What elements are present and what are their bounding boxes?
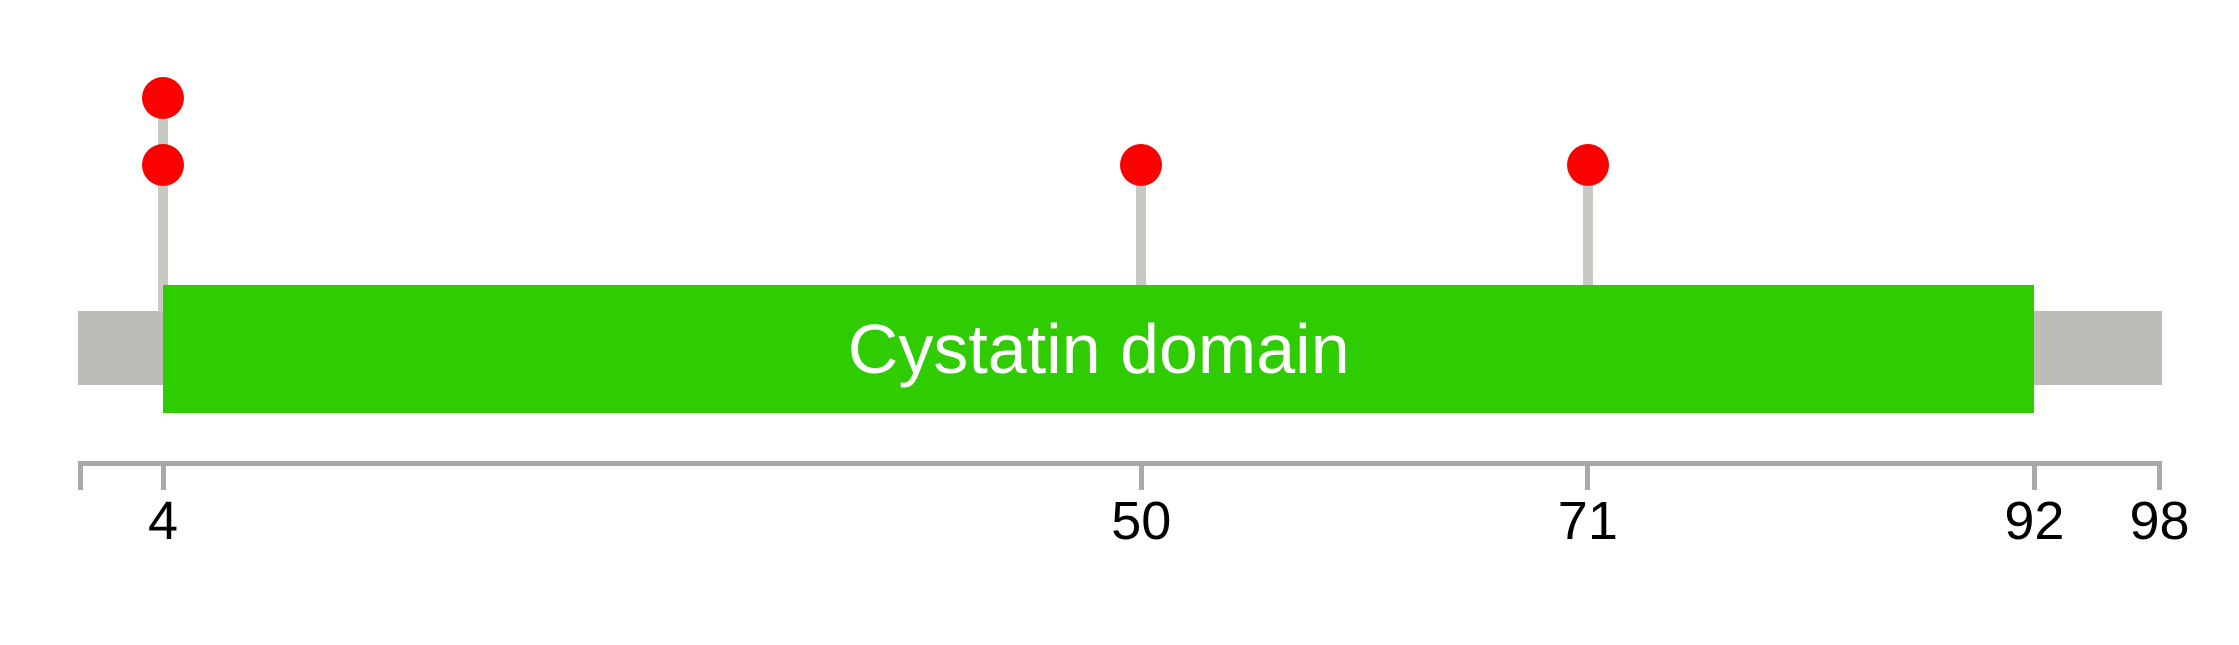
axis-tick-label: 71 (1557, 491, 1618, 551)
mutation-marker (142, 144, 185, 186)
mutation-stem (158, 98, 169, 311)
mutation-stem (1582, 165, 1593, 311)
axis-tick (160, 461, 166, 490)
axis-line (78, 461, 2162, 466)
mutation-marker (142, 77, 185, 119)
axis-tick (1138, 461, 1144, 490)
mutation-stem (1136, 165, 1147, 311)
axis-end-cap (78, 461, 83, 490)
axis-end-cap (2157, 461, 2162, 490)
domain-box: Cystatin domain (163, 285, 2035, 413)
mutation-marker (1566, 144, 1609, 186)
axis-tick-label: 50 (1111, 491, 1172, 551)
axis-tick-label: 98 (2129, 491, 2190, 551)
axis-tick-label: 92 (2004, 491, 2065, 551)
axis-tick (2031, 461, 2037, 490)
mutation-marker (1120, 144, 1163, 186)
axis-tick (1585, 461, 1591, 490)
axis-tick-label: 4 (148, 491, 179, 551)
domain-label: Cystatin domain (847, 310, 1350, 388)
